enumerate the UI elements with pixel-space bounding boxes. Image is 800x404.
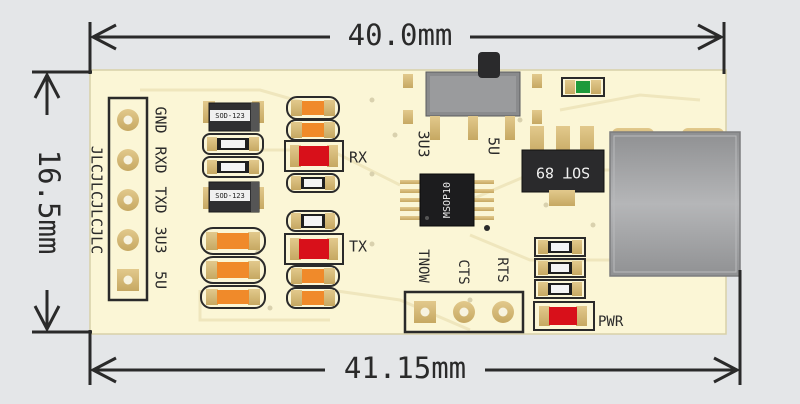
dimension-bottom-label: 41.15mm	[344, 351, 466, 385]
capacitor-c6	[286, 265, 340, 287]
resistor-r5	[534, 237, 586, 257]
header-pin	[117, 109, 139, 131]
dimension-top-label: 40.0mm	[348, 18, 453, 52]
pin-label-3u3: 3U3	[152, 226, 170, 253]
lower-pin-header	[403, 290, 525, 334]
capacitor-c3	[200, 285, 266, 309]
pin-header	[107, 96, 149, 302]
dimension-left-label: 16.5mm	[32, 150, 66, 255]
led-tx	[284, 233, 344, 265]
pin-label-5u: 5U	[152, 271, 170, 289]
header-pin-square	[117, 269, 139, 291]
dimension-left	[32, 70, 92, 334]
lower-pin-square	[414, 301, 436, 323]
resistor-r2	[202, 156, 264, 178]
pin-label-txd: TXD	[152, 186, 170, 213]
dimension-bottom	[88, 270, 742, 385]
resistor-r6	[534, 258, 586, 278]
lower-pin	[492, 301, 514, 323]
switch-label-5u: 5U	[485, 137, 503, 155]
resistor-r3	[286, 173, 340, 193]
diode-top-label: SOD-123	[215, 112, 245, 120]
header-pin	[117, 189, 139, 211]
dimension-top	[88, 22, 726, 74]
regulator-label: SOT 89	[536, 164, 590, 182]
led-green	[561, 77, 605, 97]
usb-connector	[609, 128, 741, 277]
header-pin	[117, 229, 139, 251]
ic-label: MSOP10	[442, 182, 453, 218]
capacitor-c2	[200, 256, 266, 284]
switch-label-3u3: 3U3	[415, 130, 433, 157]
lower-pin	[453, 301, 475, 323]
label-cts: CTS	[455, 259, 471, 284]
pin-label-gnd: GND	[152, 106, 170, 133]
rx-label: RX	[349, 149, 367, 167]
resistor-r7	[534, 279, 586, 299]
led-pwr	[533, 301, 595, 331]
capacitor-c7	[286, 287, 340, 309]
tx-label: TX	[349, 238, 367, 256]
jlc-vertical-text: JLCJLCJLCJLC	[88, 146, 106, 254]
resistor-r4	[286, 210, 340, 232]
header-pin	[117, 149, 139, 171]
diode-sod123-top: SOD-123	[203, 101, 264, 132]
label-rts: RTS	[494, 257, 510, 282]
capacitor-c1	[200, 227, 266, 255]
vias	[255, 97, 596, 311]
regulator-sot89: SOT 89	[521, 126, 605, 206]
slide-switch	[403, 52, 542, 140]
pwr-label: PWR	[598, 314, 624, 330]
ic-msop10: MSOP10	[400, 173, 494, 231]
pin-label-rxd: RXD	[152, 146, 170, 173]
diode-sod123-bottom: SOD-123	[203, 181, 264, 213]
diode-bottom-label: SOD-123	[215, 192, 245, 200]
label-tnow: TNOW	[415, 249, 431, 283]
led-rx	[284, 140, 344, 172]
resistor-r1	[202, 133, 264, 155]
capacitor-c5	[286, 119, 340, 141]
